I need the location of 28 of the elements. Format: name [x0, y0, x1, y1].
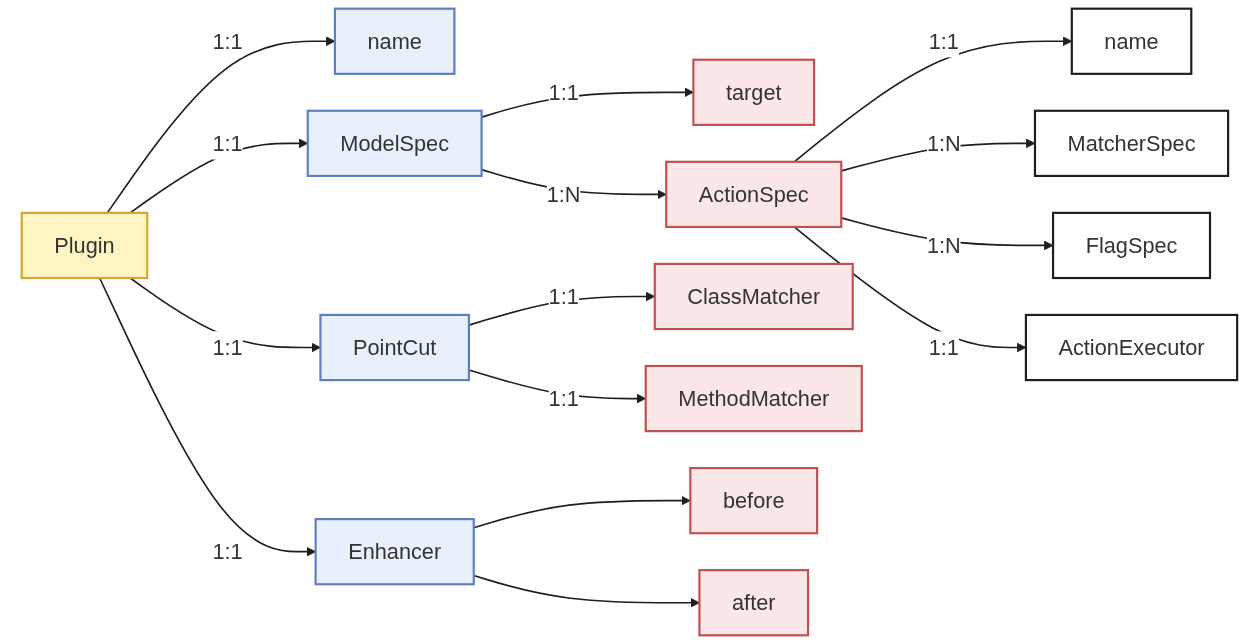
node-box: Enhancer	[314, 518, 475, 586]
edge-label: 1:N	[926, 233, 961, 258]
edge-label: 1:1	[928, 335, 959, 360]
edge-label: 1:1	[928, 29, 959, 54]
edge-label: 1:1	[548, 80, 579, 105]
node-box: name	[1070, 7, 1192, 75]
edge-label: 1:1	[548, 284, 579, 309]
node-box: MatcherSpec	[1033, 109, 1229, 177]
node-box: after	[697, 569, 809, 637]
edge-label: 1:1	[211, 29, 243, 54]
node-box: MethodMatcher	[644, 364, 863, 433]
arrow	[792, 226, 1026, 353]
node-box: Plugin	[20, 211, 148, 280]
edge-label: 1:1	[548, 386, 579, 411]
node-box: PointCut	[318, 313, 470, 382]
edge-label: 1:1	[211, 539, 243, 564]
node-box: ClassMatcher	[653, 262, 854, 331]
node-box: name	[333, 7, 456, 75]
edge-label: 1:1	[211, 131, 243, 156]
edge-label: 1:N	[546, 182, 581, 207]
node-box: ActionSpec	[664, 160, 842, 229]
node-box: target	[691, 58, 815, 126]
node-box: before	[688, 467, 818, 535]
edge-label: 1:1	[211, 335, 243, 360]
node-box: ModelSpec	[306, 109, 483, 177]
edge-label: 1:N	[926, 131, 961, 156]
node-box: ActionExecutor	[1024, 313, 1238, 382]
node-box: FlagSpec	[1051, 211, 1211, 280]
